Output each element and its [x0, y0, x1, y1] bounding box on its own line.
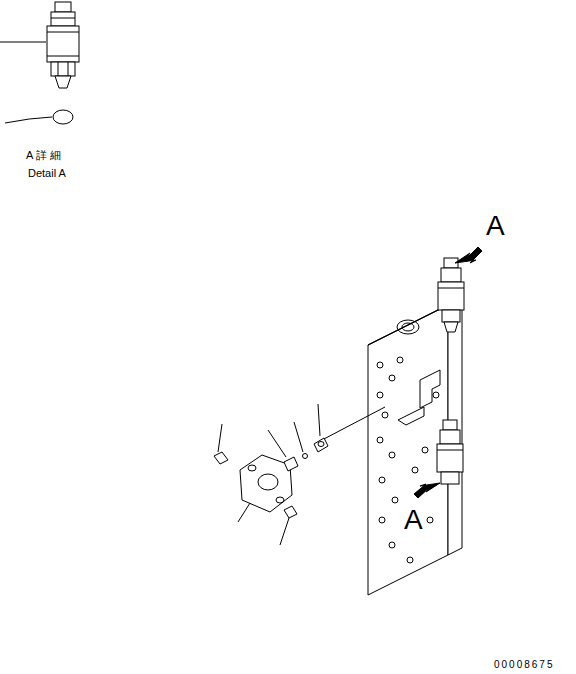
bolt-hole	[382, 412, 388, 418]
bolt-hole	[427, 517, 433, 523]
relief-valve-upper	[438, 258, 464, 332]
bolt-hole	[377, 437, 383, 443]
bolt-hole	[397, 357, 403, 363]
exploded-parts	[214, 404, 385, 545]
block-holes	[377, 357, 439, 563]
bolt-hole	[389, 542, 395, 548]
view-letter: A	[404, 506, 423, 534]
bolt-hole	[389, 452, 395, 458]
view-letter: A	[486, 212, 505, 240]
bolt-hole	[407, 557, 413, 563]
detail-heading: A 詳 細	[26, 150, 61, 161]
bolt-hole	[379, 517, 385, 523]
relief-valve-lower	[437, 420, 463, 484]
bolt-hole	[412, 467, 418, 473]
bolt-hole	[389, 375, 395, 381]
bolt-hole	[379, 477, 385, 483]
view-arrow	[414, 247, 482, 498]
valve-block	[368, 298, 462, 595]
bolt-hole	[392, 497, 398, 503]
drawing-number: 00008675	[494, 660, 555, 670]
relief-valve-detail	[0, 2, 79, 88]
bolt-hole	[377, 392, 383, 398]
o-ring	[5, 110, 73, 124]
bolt-hole	[422, 447, 428, 453]
detail-heading: Detail A	[28, 168, 66, 179]
bolt-hole	[377, 362, 383, 368]
bolt-hole	[433, 392, 439, 398]
